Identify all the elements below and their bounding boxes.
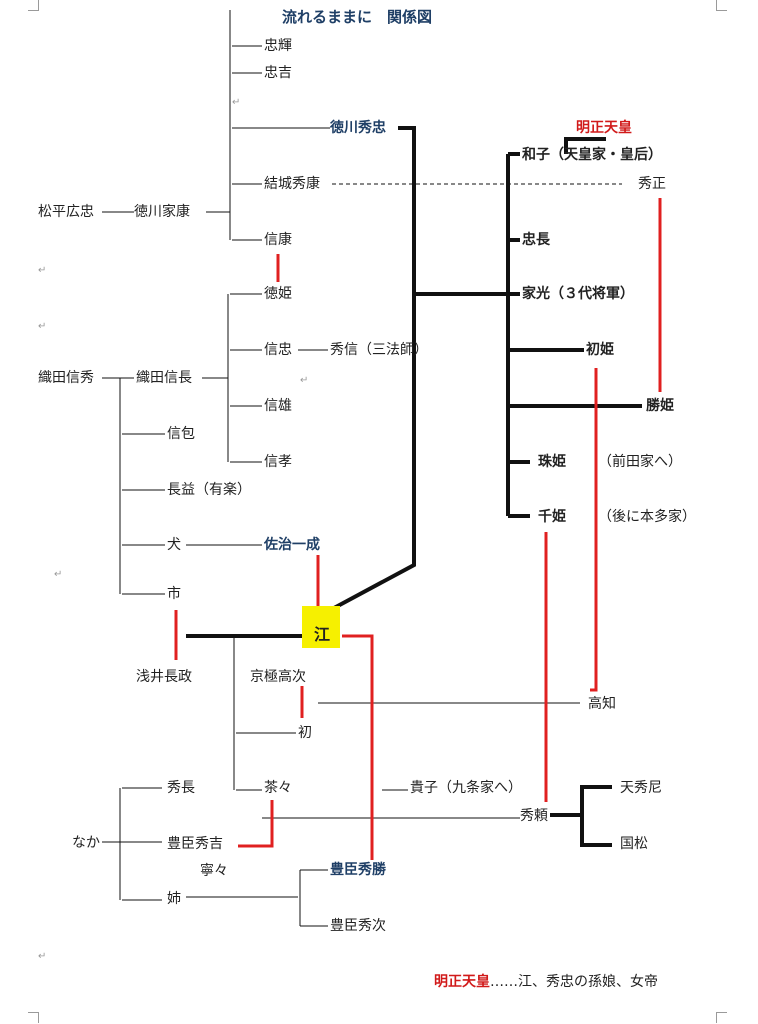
person-hidemasa: 秀正 [638,176,666,192]
senhime-note: （後に本多家） [598,509,696,525]
person-ane: 姉 [167,891,181,907]
person-toyotomi-hidetsugu: 豊臣秀次 [330,918,386,934]
person-oda-nobuhide: 織田信秀 [38,370,94,386]
person-nene: 寧々 [200,863,228,879]
person-toyotomi-hidekatsu: 豊臣秀勝 [330,862,386,878]
person-hidenaga: 秀長 [167,780,195,796]
lineage-lines [102,10,580,927]
person-oda-nobunaga: 織田信長 [136,370,192,386]
person-nobukatsu: 信雄 [264,398,292,414]
person-chacha: 茶々 [264,780,292,796]
person-senhime: 千姫 [538,509,566,525]
person-tokugawa-hidetada: 徳川秀忠 [330,120,386,136]
paragraph-mark: ↵ [38,321,47,332]
paragraph-mark: ↵ [232,97,241,108]
person-naka: なか [72,835,100,851]
person-saji-kazunari: 佐治一成 [264,537,320,553]
person-tadanaga: 忠長 [522,232,550,248]
person-matsudaira-hirotada: 松平広忠 [38,204,94,220]
person-takatomo: 高知 [588,696,616,712]
footnote-text: ……江、秀忠の孫娘、女帝 [490,974,658,990]
person-nobukane: 信包 [167,426,195,442]
footnote-name: 明正天皇 [434,974,490,990]
person-nagamasu: 長益（有楽） [167,482,251,498]
person-kazuko: 和子（天皇家・皇后） [522,147,662,163]
person-hidenobu: 秀信（三法師） [330,342,428,358]
person-katsuhime: 勝姫 [646,398,674,414]
go-highlight [302,606,340,648]
person-tamahime: 珠姫 [538,454,566,470]
person-nobutaka: 信孝 [264,454,292,470]
person-sadako: 貴子（九条家へ） [410,780,522,796]
person-hatsuhime: 初姫 [586,342,614,358]
person-ichi: 市 [167,586,181,602]
person-yuki-hideyasu: 結城秀康 [264,176,320,192]
person-kunimatsu: 国松 [620,836,648,852]
page-corner-mark [716,0,727,11]
paragraph-mark: ↵ [38,265,47,276]
person-inu: 犬 [167,537,181,553]
person-go: 江 [314,625,331,644]
thick-lines [186,126,642,847]
footnote: 明正天皇……江、秀忠の孫娘、女帝 [434,973,658,991]
paragraph-mark: ↵ [38,951,47,962]
marriage-lines [174,198,662,860]
person-tadayoshi: 忠吉 [264,65,292,81]
page-corner-mark [716,1012,727,1023]
person-toyotomi-hideyoshi: 豊臣秀吉 [167,836,223,852]
page-title: 流れるままに 関係図 [282,8,433,26]
person-meisho-tenno: 明正天皇 [576,120,632,136]
person-nobutada: 信忠 [264,342,292,358]
page-corner-mark [28,1012,39,1023]
page-corner-mark [28,0,39,11]
person-hatsu: 初 [298,725,312,741]
tamahime-note: （前田家へ） [598,454,682,470]
person-tokuhime: 徳姫 [264,286,292,302]
person-tenshuni: 天秀尼 [620,780,662,796]
person-azai-nagamasa: 浅井長政 [136,669,192,685]
person-tokugawa-ieyasu: 徳川家康 [134,204,190,220]
person-tadateru: 忠輝 [264,38,292,54]
person-iemitsu: 家光（３代将軍） [522,286,634,302]
paragraph-mark: ↵ [300,375,309,386]
person-nobuyasu: 信康 [264,232,292,248]
person-kyogoku-takatsugu: 京極高次 [250,669,306,685]
paragraph-mark: ↵ [54,569,63,580]
person-hideyori: 秀頼 [520,808,548,824]
